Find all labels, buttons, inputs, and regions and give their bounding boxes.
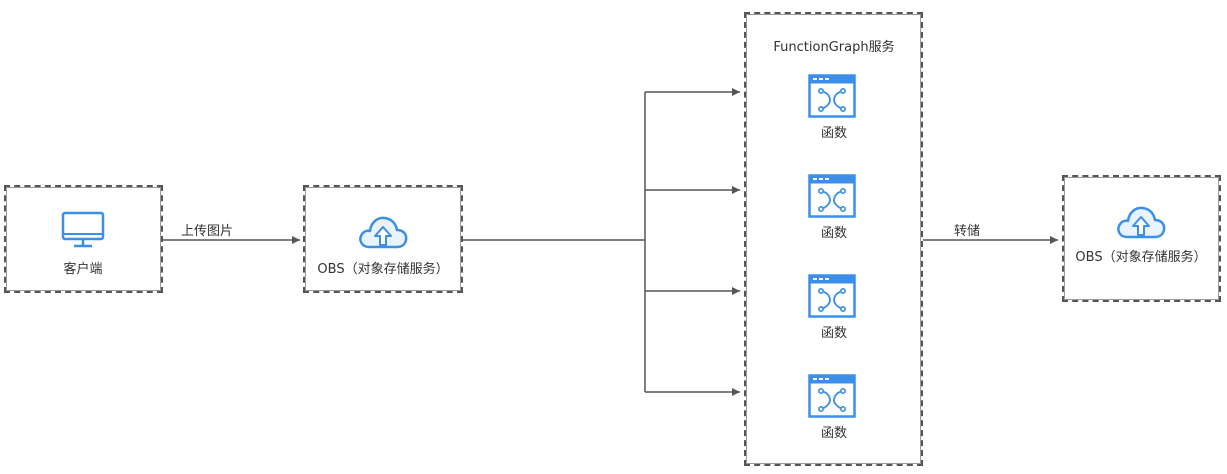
cloud-upload-icon: [1117, 206, 1166, 239]
function-icon: [808, 174, 856, 218]
cloud-upload-icon: [359, 216, 408, 249]
client-label: 客户端: [63, 262, 103, 277]
obs-source-label: OBS（对象存储服务）: [317, 262, 449, 277]
function-label-2: 函数: [820, 226, 848, 241]
function-icon: [808, 74, 856, 118]
monitor-icon: [61, 211, 105, 248]
function-label-4: 函数: [820, 426, 848, 441]
function-icon: [808, 374, 856, 418]
edge-store-label: 转储: [953, 224, 981, 239]
functiongraph-title: FunctionGraph服务: [773, 40, 895, 55]
function-label-3: 函数: [820, 326, 848, 341]
function-icon: [808, 274, 856, 318]
function-label-1: 函数: [820, 126, 848, 141]
obs-target-node: [1062, 175, 1221, 302]
obs-target-label: OBS（对象存储服务）: [1075, 250, 1207, 265]
edge-upload-label: 上传图片: [180, 224, 234, 239]
